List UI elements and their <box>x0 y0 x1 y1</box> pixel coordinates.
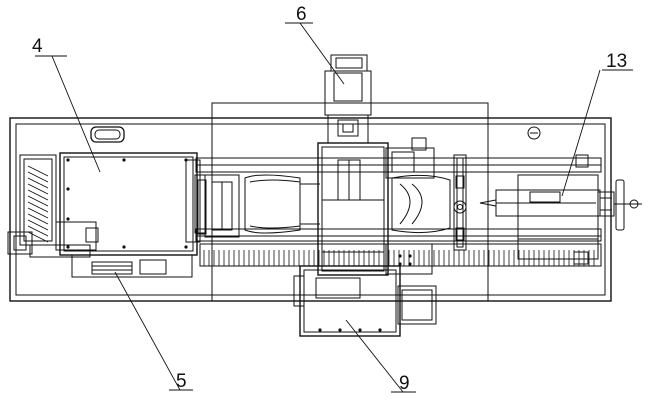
chuck <box>197 174 240 238</box>
left-motor-assembly <box>7 154 99 258</box>
base-frame <box>9 102 612 302</box>
motor-6 <box>324 54 372 144</box>
plate-4 <box>59 152 206 256</box>
slide-5 <box>71 254 193 278</box>
callout-4: 4 <box>32 36 43 57</box>
carriage <box>317 137 435 276</box>
handwheel <box>597 179 642 231</box>
workpiece <box>244 174 451 234</box>
callout-9: 9 <box>399 373 410 394</box>
callout-6: 6 <box>296 4 307 25</box>
round-indicator <box>527 126 541 140</box>
handle-slot <box>90 126 125 143</box>
callout-13: 13 <box>606 51 627 72</box>
guide-rails <box>195 157 602 242</box>
callout-5: 5 <box>176 371 187 392</box>
leader-lines <box>35 22 633 393</box>
spindle-unit-9 <box>293 265 437 337</box>
tailstock-13 <box>479 154 601 265</box>
adjust-bar <box>453 154 467 251</box>
